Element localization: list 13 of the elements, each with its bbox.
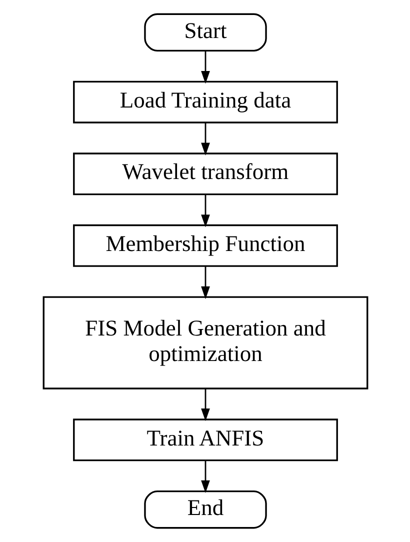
arrow [200, 388, 210, 422]
arrow [200, 51, 210, 84]
node-box: Train ANFIS [72, 418, 338, 462]
arrow [200, 266, 210, 300]
node-box: Wavelet transform [72, 152, 338, 196]
node-box: Start [144, 13, 266, 52]
node-box: FIS Model Generation and optimization [42, 296, 368, 390]
arrow [200, 122, 210, 156]
arrow [200, 460, 210, 494]
arrow [200, 194, 210, 228]
node-box: Load Training data [72, 80, 338, 124]
node-box: End [144, 490, 266, 529]
node-box: Membership Function [72, 224, 338, 267]
